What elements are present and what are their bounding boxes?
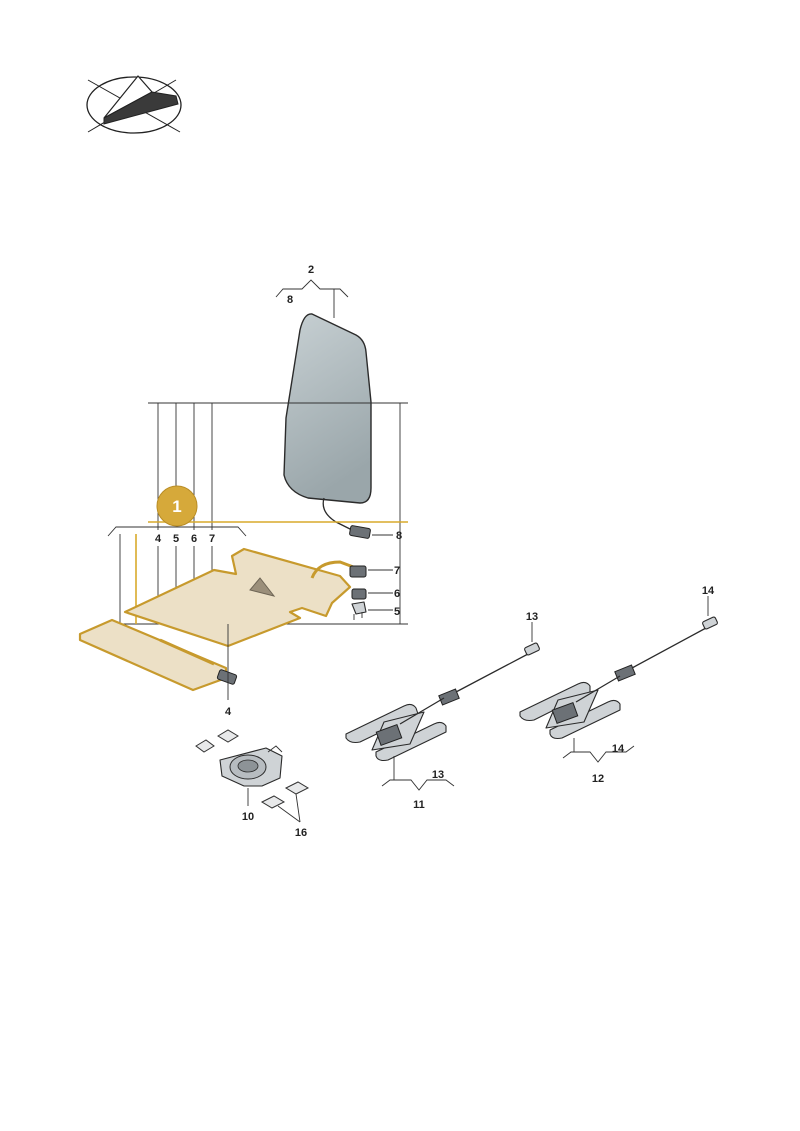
paper-plane-orientation-icon bbox=[86, 75, 182, 134]
callout-13-top: 13 bbox=[526, 611, 538, 623]
callout-4-bottom: 4 bbox=[225, 706, 232, 718]
bracket-backrest-group: 2 8 bbox=[275, 264, 349, 318]
callout-row-7: 7 bbox=[209, 533, 215, 545]
callout-5: 5 bbox=[394, 606, 400, 618]
mat-connector-callout: 4 bbox=[225, 624, 232, 718]
callout-13-bottom: 13 bbox=[432, 769, 444, 781]
callout-8-top: 8 bbox=[287, 294, 293, 306]
control-unit: 10 bbox=[195, 729, 283, 823]
callout-14-bottom: 14 bbox=[612, 743, 625, 755]
assembly-badge: 1 bbox=[156, 485, 198, 527]
callout-row-6: 6 bbox=[191, 533, 197, 545]
callout-row: 4 5 6 7 bbox=[155, 533, 215, 545]
callout-row-4: 4 bbox=[155, 533, 162, 545]
backrest-heater-element bbox=[283, 313, 372, 539]
callout-8: 8 bbox=[396, 530, 402, 542]
occupancy-sensor-11: 13 13 11 bbox=[345, 611, 540, 811]
right-callouts: 8 7 6 5 bbox=[368, 530, 402, 618]
callout-12: 12 bbox=[592, 773, 604, 785]
callout-2: 2 bbox=[308, 264, 314, 276]
badge-label: 1 bbox=[172, 497, 181, 516]
callout-row-5: 5 bbox=[173, 533, 179, 545]
callout-14-top: 14 bbox=[702, 585, 715, 597]
connector-group bbox=[349, 565, 367, 620]
callout-7: 7 bbox=[394, 565, 400, 577]
occupancy-sensor-12: 14 14 12 bbox=[519, 585, 718, 785]
callout-11: 11 bbox=[413, 799, 425, 811]
callout-6: 6 bbox=[394, 588, 400, 600]
callout-16: 16 bbox=[295, 827, 307, 839]
adhesive-pads: 16 bbox=[260, 781, 310, 839]
seat-heater-mat bbox=[78, 547, 357, 692]
callout-10: 10 bbox=[242, 811, 254, 823]
